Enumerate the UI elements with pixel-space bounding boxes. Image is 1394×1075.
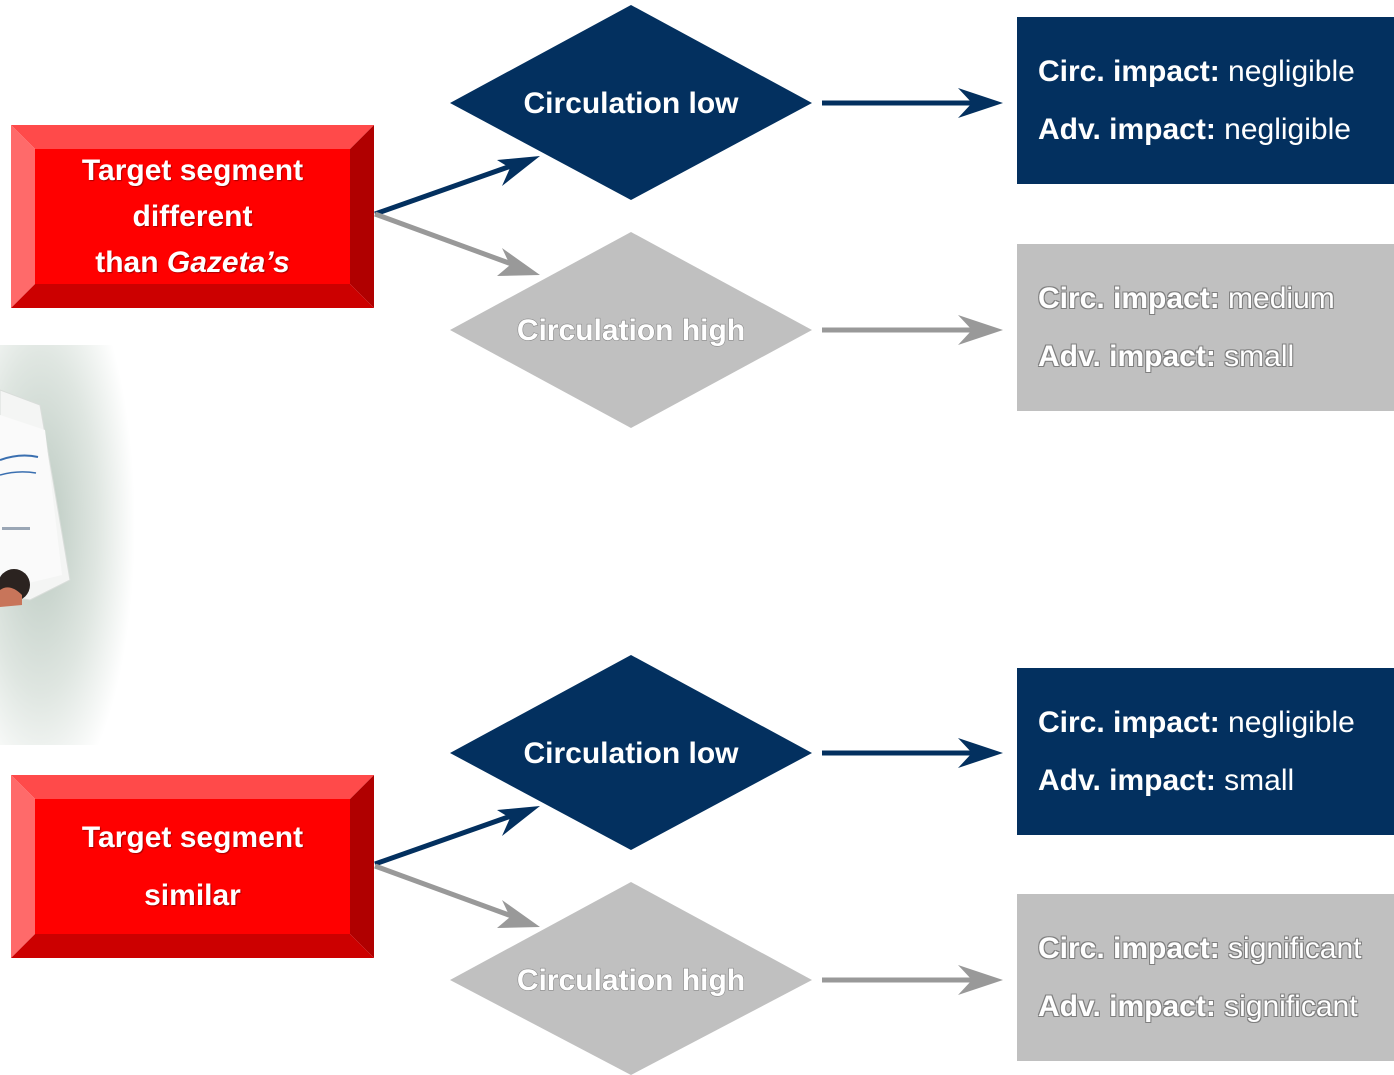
adv-impact-label: Adv. impact:: [1038, 989, 1216, 1023]
diamond-label-low-2: Circulation low: [523, 737, 739, 770]
diamond-circulation-low-1: [450, 5, 812, 200]
result-arrowhead-high-2: [958, 965, 1003, 995]
adv-impact-label: Adv. impact:: [1038, 763, 1216, 797]
segment-line-3: than Gazeta’s: [95, 240, 290, 286]
adv-impact-value: significant: [1215, 989, 1358, 1023]
adv-impact-row: Adv. impact: significant: [1038, 978, 1394, 1036]
group-2: Circulation low Circulation high: [374, 655, 1003, 1075]
branch-arrow-high-2: [374, 863, 529, 925]
diamond-circulation-high-2: [450, 882, 812, 1075]
circ-impact-label: Circ. impact:: [1038, 705, 1220, 739]
circ-impact-value: negligible: [1219, 54, 1355, 88]
result-box-high-2: Circ. impact: significant Adv. impact: s…: [1017, 894, 1394, 1061]
segment-line-3-prefix: than: [95, 245, 167, 279]
result-box-high-1: Circ. impact: medium Adv. impact: small: [1017, 244, 1394, 411]
result-arrowhead-high-1: [958, 315, 1003, 345]
segment-line-2: similar: [144, 878, 241, 912]
circ-impact-value: medium: [1219, 281, 1335, 315]
adv-impact-label: Adv. impact:: [1038, 339, 1216, 373]
segment-box-different: Target segment different than Gazeta’s: [11, 125, 374, 308]
diamond-label-high-2: Circulation high: [517, 964, 745, 997]
branch-arrowhead-high-1: [497, 248, 540, 276]
branch-arrow-low-1: [374, 157, 529, 217]
diamond-label-high-1: Circulation high: [517, 314, 745, 347]
diamond-label-low-1: Circulation low: [523, 87, 739, 120]
circ-impact-row: Circ. impact: medium: [1038, 270, 1394, 328]
segment-label-similar: Target segment similar: [41, 799, 344, 934]
branch-arrowhead-low-2: [497, 806, 540, 836]
circ-impact-row: Circ. impact: negligible: [1038, 694, 1394, 752]
segment-box-similar: Target segment similar: [11, 775, 374, 958]
segment-label-different: Target segment different than Gazeta’s: [41, 149, 344, 284]
newspaper-photo: [0, 345, 135, 745]
segment-line-3-italic: Gazeta’s: [166, 245, 290, 279]
adv-impact-row: Adv. impact: negligible: [1038, 101, 1394, 159]
circ-impact-value: negligible: [1219, 705, 1355, 739]
diamond-circulation-low-2: [450, 655, 812, 850]
circ-impact-row: Circ. impact: negligible: [1038, 43, 1394, 101]
circ-impact-label: Circ. impact:: [1038, 931, 1220, 965]
branch-arrow-low-2: [374, 807, 529, 867]
result-box-low-2: Circ. impact: negligible Adv. impact: sm…: [1017, 668, 1394, 835]
branch-arrowhead-low-1: [497, 156, 540, 186]
result-box-low-1: Circ. impact: negligible Adv. impact: ne…: [1017, 17, 1394, 184]
segment-line-2: different: [132, 199, 253, 233]
adv-impact-row: Adv. impact: small: [1038, 752, 1394, 810]
branch-arrow-high-1: [374, 211, 529, 273]
adv-impact-row: Adv. impact: small: [1038, 328, 1394, 386]
circ-impact-value: significant: [1219, 931, 1362, 965]
branch-arrowhead-high-2: [497, 900, 540, 928]
result-arrowhead-low-1: [958, 88, 1003, 118]
circ-impact-row: Circ. impact: significant: [1038, 920, 1394, 978]
diamond-circulation-high-1: [450, 232, 812, 428]
group-1: Circulation low Circulation high: [374, 5, 1003, 428]
adv-impact-value: small: [1215, 763, 1295, 797]
adv-impact-label: Adv. impact:: [1038, 112, 1216, 146]
adv-impact-value: negligible: [1215, 112, 1351, 146]
adv-impact-value: small: [1215, 339, 1295, 373]
segment-line-1: Target segment: [81, 153, 304, 187]
segment-line-1: Target segment: [81, 820, 304, 854]
result-arrowhead-low-2: [958, 738, 1003, 768]
circ-impact-label: Circ. impact:: [1038, 281, 1220, 315]
circ-impact-label: Circ. impact:: [1038, 54, 1220, 88]
